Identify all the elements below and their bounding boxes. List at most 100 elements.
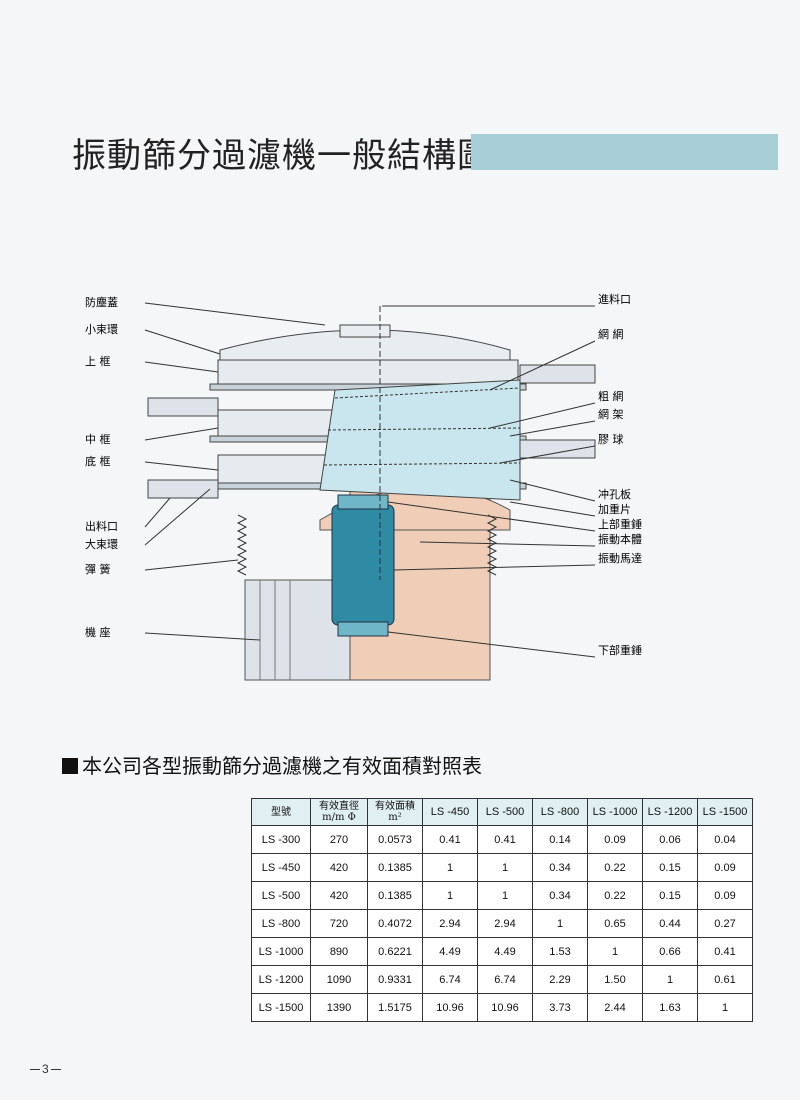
label-mesh-frame: 網 架 <box>598 407 624 421</box>
table-cell-model: LS -500 <box>251 881 311 910</box>
table-cell: 0.1385 <box>367 853 423 882</box>
table-cell: 0.6221 <box>367 937 423 966</box>
label-spring: 彈 簧 <box>85 562 111 576</box>
table-cell: 6.74 <box>422 965 478 994</box>
table-cell: 0.27 <box>697 909 753 938</box>
label-rubber-ball: 膠 球 <box>598 432 624 446</box>
table-heading-text: 本公司各型振動篩分過濾機之有效面積對照表 <box>82 754 482 778</box>
table-cell: 1 <box>697 993 753 1022</box>
table-cell: 2.94 <box>477 909 533 938</box>
table-cell: 0.61 <box>697 965 753 994</box>
table-cell: 4.49 <box>477 937 533 966</box>
discharge-spout-upper-right <box>519 364 596 384</box>
punch-plate-line <box>323 462 521 466</box>
table-cell: 1 <box>477 853 533 882</box>
header-diameter-label: 有效直徑 <box>319 801 359 812</box>
label-bottom-frame: 底 框 <box>85 454 111 468</box>
table-cell: 0.15 <box>642 853 698 882</box>
header-model-col: LS -1000 <box>587 798 643 826</box>
table-cell: 890 <box>310 937 368 966</box>
label-lower-weight: 下部重錘 <box>598 643 642 657</box>
feed-inlet-neck <box>339 324 391 338</box>
table-cell: 0.09 <box>697 881 753 910</box>
table-cell: 1090 <box>310 965 368 994</box>
table-cell: 2.44 <box>587 993 643 1022</box>
table-cell-model: LS -1200 <box>251 965 311 994</box>
fine-mesh-line <box>334 387 521 399</box>
table-cell: 10.96 <box>422 993 478 1022</box>
label-upper-frame: 上 框 <box>85 355 111 368</box>
table-cell: 2.29 <box>532 965 588 994</box>
structure-diagram: 防塵蓋 小束環 上 框 中 框 底 框 出料口 大束環 彈 簧 機 座 進料口 … <box>85 292 642 681</box>
bullet-square-icon <box>62 758 78 774</box>
page-number: 3 <box>28 1062 63 1076</box>
table-cell: 1.5175 <box>367 993 423 1022</box>
header-diameter-unit: m/m Φ <box>322 812 356 823</box>
header-model-col: LS -1200 <box>642 798 698 826</box>
table-cell: 1.63 <box>642 993 698 1022</box>
table-cell: 0.34 <box>532 853 588 882</box>
discharge-spout-left <box>147 397 219 417</box>
table-cell: 0.06 <box>642 825 698 854</box>
table-cell: 270 <box>310 825 368 854</box>
table-cell: 3.73 <box>532 993 588 1022</box>
page-title: 振動篩分過濾機一般結構圖 <box>72 136 492 176</box>
table-cell: 1 <box>587 937 643 966</box>
label-vibration-body: 振動本體 <box>598 532 642 546</box>
table-cell: 1 <box>422 853 478 882</box>
label-feed-inlet: 進料口 <box>598 292 631 306</box>
label-coarse-mesh: 粗 網 <box>598 389 624 403</box>
coarse-mesh-line <box>327 427 521 431</box>
vibration-motor <box>331 504 395 626</box>
table-cell: 0.34 <box>532 881 588 910</box>
table-cell: 0.14 <box>532 825 588 854</box>
table-cell: 0.9331 <box>367 965 423 994</box>
table-cell-model: LS -1000 <box>251 937 311 966</box>
label-discharge-outlet: 出料口 <box>85 519 118 533</box>
table-cell: 720 <box>310 909 368 938</box>
table-cell-model: LS -1500 <box>251 993 311 1022</box>
label-large-clamp-ring: 大束環 <box>85 537 118 551</box>
table-cell-model: LS -450 <box>251 853 311 882</box>
table-cell: 0.04 <box>697 825 753 854</box>
table-cell: 0.22 <box>587 853 643 882</box>
spring-right <box>486 514 498 576</box>
table-cell: 1.53 <box>532 937 588 966</box>
table-cell: 0.1385 <box>367 881 423 910</box>
header-area-label: 有效面積 <box>375 801 415 812</box>
header-model-col: LS -500 <box>477 798 533 826</box>
table-cell: 1.50 <box>587 965 643 994</box>
label-punched-plate: 冲孔板 <box>598 487 631 501</box>
table-cell: 10.96 <box>477 993 533 1022</box>
header-area-unit: m² <box>388 812 402 823</box>
table-cell: 420 <box>310 881 368 910</box>
table-cell: 2.94 <box>422 909 478 938</box>
label-small-clamp-ring: 小束環 <box>85 323 118 336</box>
table-cell: 0.65 <box>587 909 643 938</box>
table-cell: 0.41 <box>422 825 478 854</box>
label-upper-weight: 上部重錘 <box>598 517 642 531</box>
label-machine-base: 機 座 <box>85 625 111 639</box>
header-model-col: LS -1500 <box>697 798 753 826</box>
discharge-spout-bottom-left <box>147 479 219 499</box>
dust-cover <box>219 329 511 361</box>
table-cell: 0.44 <box>642 909 698 938</box>
table-cell: 1 <box>532 909 588 938</box>
label-fine-mesh: 網 網 <box>598 327 624 341</box>
header-model-col: LS -450 <box>422 798 478 826</box>
table-cell-model: LS -300 <box>251 825 311 854</box>
table-cell: 0.22 <box>587 881 643 910</box>
table-cell: 0.09 <box>587 825 643 854</box>
table-cell: 0.66 <box>642 937 698 966</box>
label-weight-plate: 加重片 <box>598 502 631 516</box>
table-cell: 1 <box>477 881 533 910</box>
table-cell: 0.15 <box>642 881 698 910</box>
